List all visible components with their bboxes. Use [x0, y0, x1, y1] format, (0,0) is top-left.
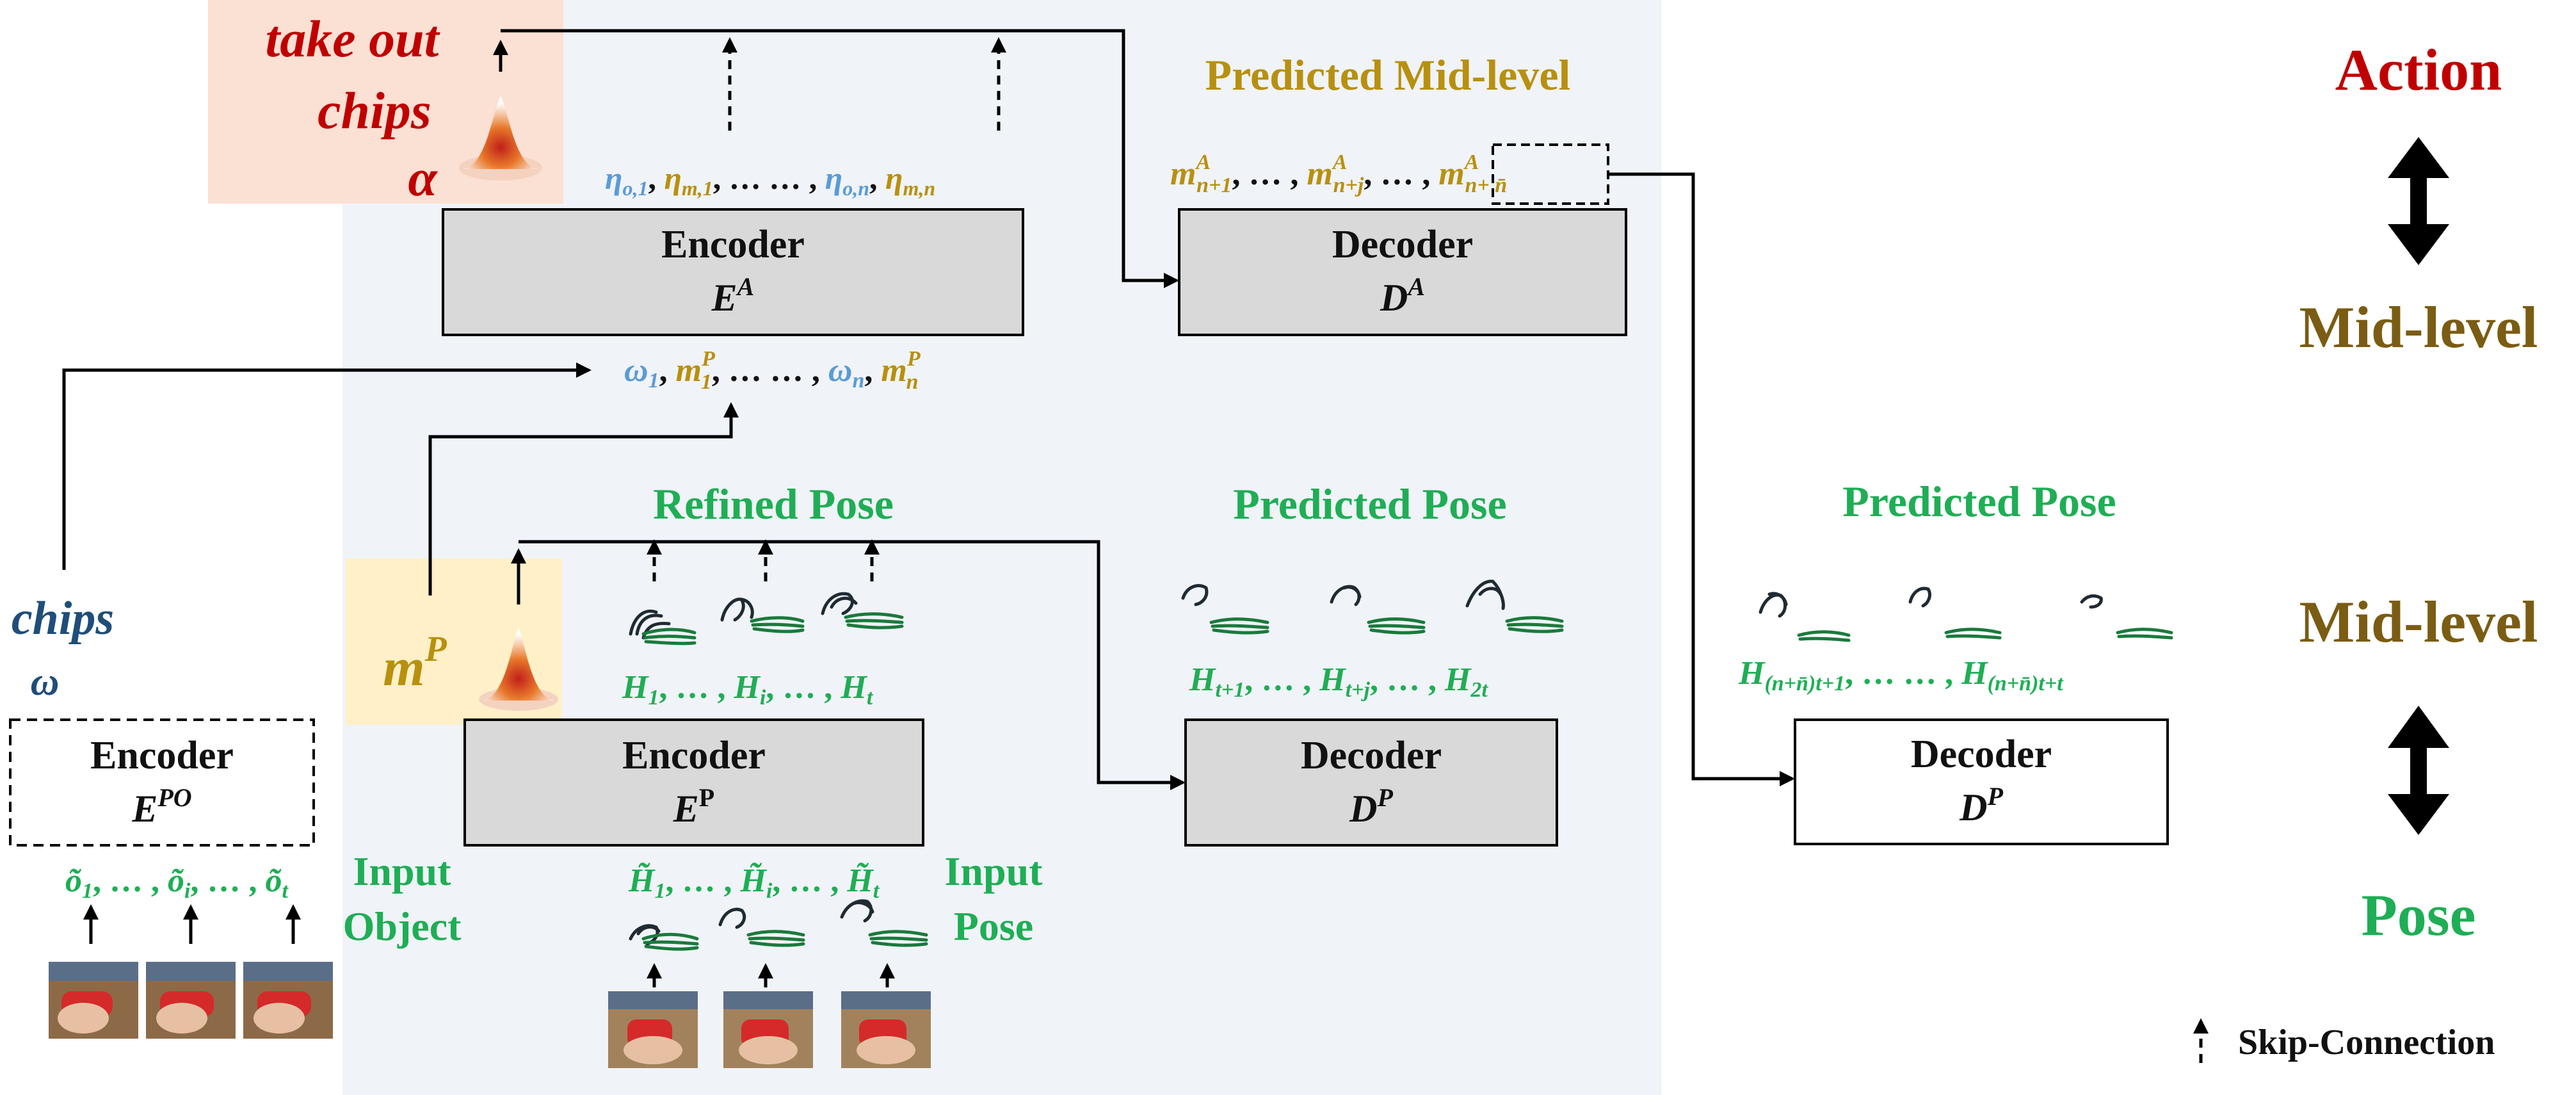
hand-pred2-3	[2080, 594, 2173, 640]
encoder-a-symbol: EA	[711, 272, 755, 319]
hand-input-3	[840, 899, 928, 947]
label-input-pose-line2: Pose	[954, 904, 1033, 949]
decoder-p1-title: Decoder	[1301, 734, 1442, 777]
seq-o-input: õ1, … , õi, … , õt	[65, 863, 289, 903]
legend-skip-label: Skip-Connection	[2238, 1023, 2495, 1062]
arrow-skip-to-decoder-p1	[519, 540, 1186, 790]
hand-pred2-1	[1759, 592, 1851, 642]
double-arrow-bottom	[2388, 706, 2449, 835]
seq-h-pred2: H(n+n̄)t+1, … … , H(n+n̄)t+t	[1738, 655, 2064, 695]
arrow-skip-to-decoder-a	[501, 29, 1179, 288]
double-arrow-top	[2388, 137, 2449, 265]
object-photo-2	[146, 962, 236, 1039]
encoder-a-box: Encoder EA	[442, 208, 1024, 336]
encoder-po-symbol: EPO	[131, 783, 191, 830]
encoder-po-box: Encoder EPO	[9, 718, 315, 847]
encoder-p-box: Encoder EP	[463, 718, 924, 847]
action-text-line1: take out	[265, 10, 440, 68]
hand-refined-3	[821, 592, 904, 629]
object-word: chips	[12, 592, 114, 645]
seq-h-pred: Ht+1, … , Ht+j, … , H2t	[1189, 661, 1488, 702]
hand-pred2-2	[1908, 587, 2002, 640]
decoder-p2-box: Decoder DP	[1794, 718, 2169, 845]
encoder-po-title: Encoder	[90, 734, 234, 777]
seq-eta: ηo,1, ηm,1, … … , ηo,n, ηm,n	[605, 160, 935, 200]
label-input-pose-line1: Input	[945, 848, 1043, 894]
encoder-a-title: Encoder	[661, 223, 805, 266]
arrow-mid-to-decoder-p2	[1608, 172, 1795, 786]
hand-refined-1	[629, 609, 696, 645]
decoder-p2-title: Decoder	[1911, 733, 2052, 776]
level-mid-2: Mid-level	[2299, 589, 2538, 654]
hand-input-2	[718, 907, 805, 947]
decoder-p1-symbol: DP	[1349, 783, 1393, 830]
omega-symbol: ω	[31, 660, 60, 704]
heading-predicted-pose-2: Predicted Pose	[1842, 477, 2116, 526]
alpha-symbol: α	[408, 149, 438, 207]
hand-refined-2	[720, 597, 805, 633]
hand-pred-3	[1465, 580, 1564, 633]
arrow-mp-to-encoder-a	[428, 402, 739, 596]
decoder-a-symbol: DA	[1380, 272, 1425, 319]
label-input-object-line1: Input	[353, 848, 452, 894]
seq-h-input: H̃1, … , H̃i, … , H̃t	[628, 863, 880, 903]
decoder-p1-box: Decoder DP	[1184, 718, 1558, 847]
encoder-p-title: Encoder	[622, 734, 766, 777]
object-photo-3	[243, 962, 333, 1039]
action-distribution-icon	[459, 96, 542, 181]
action-text-line2: chips	[318, 81, 431, 140]
hand-pred-2	[1330, 585, 1426, 635]
hand-pred-1	[1181, 584, 1269, 635]
pose-photo-2	[723, 991, 813, 1068]
level-action: Action	[2335, 37, 2502, 102]
mp-symbol: mP	[383, 629, 447, 697]
level-mid-1: Mid-level	[2299, 295, 2538, 360]
hand-input-1	[629, 924, 699, 951]
pose-photo-1	[608, 991, 698, 1068]
decoder-a-title: Decoder	[1332, 223, 1473, 266]
heading-refined-pose: Refined Pose	[653, 480, 894, 528]
pose-photo-3	[841, 991, 931, 1068]
encoder-p-symbol: EP	[673, 783, 714, 830]
decoder-p2-symbol: DP	[1959, 782, 2003, 829]
arrow-object-to-encoder-a	[62, 362, 592, 570]
mp-distribution-icon	[479, 628, 558, 711]
heading-predicted-mid: Predicted Mid-level	[1205, 51, 1571, 99]
object-photo-1	[49, 962, 138, 1039]
heading-predicted-pose-1: Predicted Pose	[1233, 480, 1506, 528]
seq-h-refined: H1, … , Hi, … , Ht	[622, 669, 874, 710]
decoder-a-box: Decoder DA	[1178, 208, 1627, 336]
level-pose: Pose	[2362, 882, 2476, 948]
label-input-object-line2: Object	[343, 904, 462, 949]
